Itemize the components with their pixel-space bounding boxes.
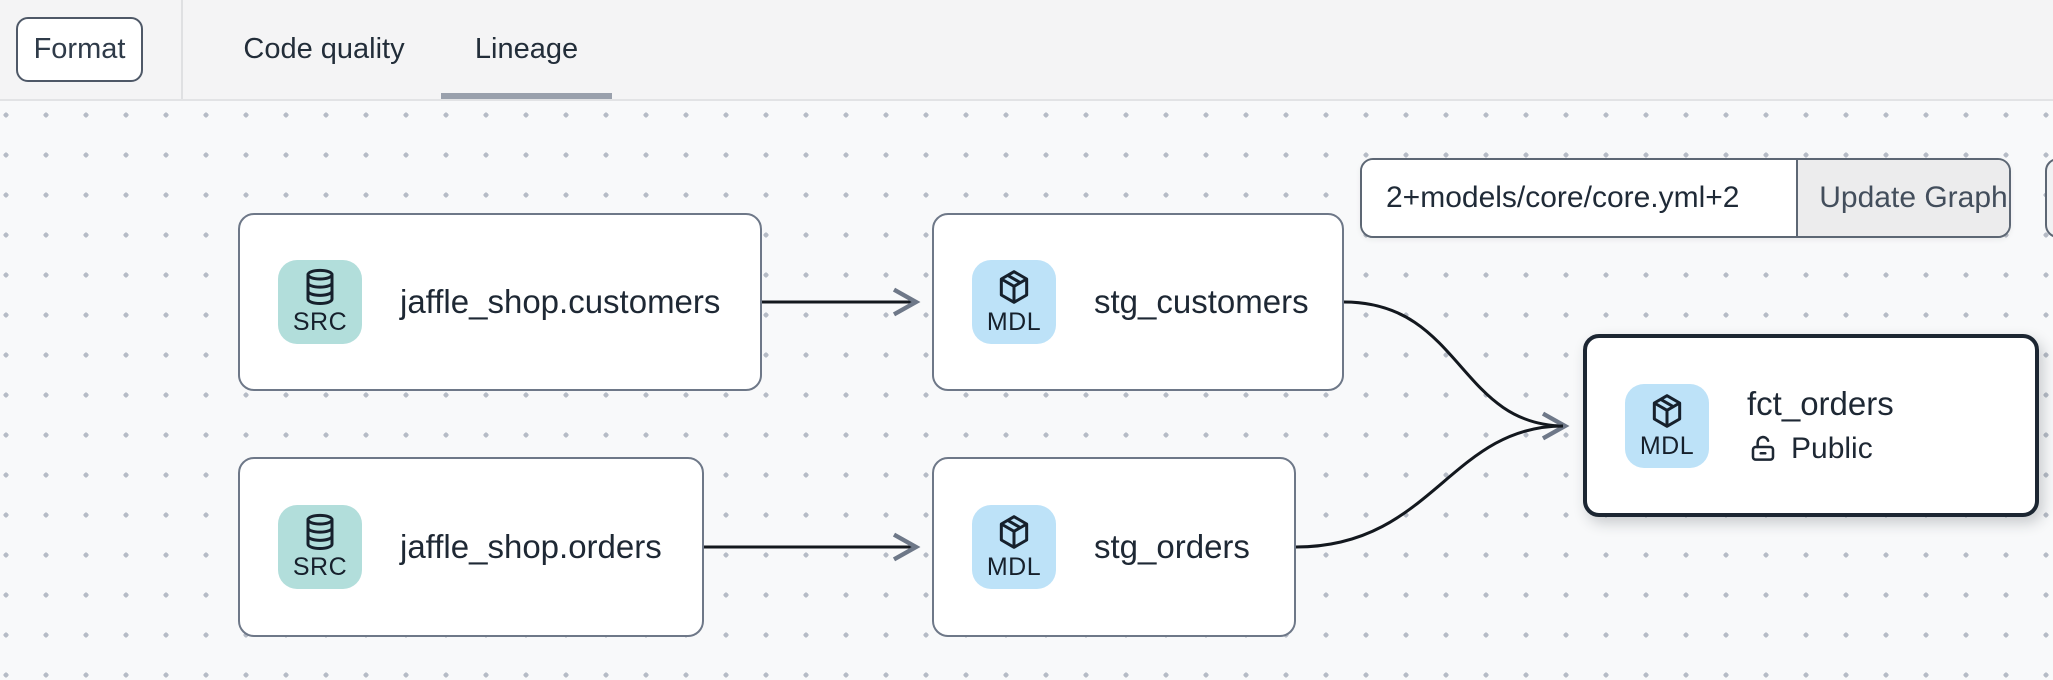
pane-divider <box>181 0 183 99</box>
format-button[interactable]: Format <box>16 17 143 82</box>
source-badge: SRC <box>278 260 362 344</box>
node-label: jaffle_shop.orders <box>400 528 662 565</box>
model-badge: MDL <box>972 505 1056 589</box>
node-label: fct_orders <box>1747 385 1894 422</box>
box-icon <box>1652 393 1682 428</box>
box-icon <box>999 270 1029 304</box>
clipped-control-button[interactable] <box>2045 158 2053 238</box>
database-icon <box>306 513 334 551</box>
tab-code-quality[interactable]: Code quality <box>243 33 405 65</box>
node-jaffle-shop-orders[interactable]: SRC jaffle_shop.orders <box>238 457 704 637</box>
source-badge: SRC <box>278 505 362 589</box>
access-row: Public <box>1747 432 1894 466</box>
node-label: stg_customers <box>1094 283 1309 320</box>
top-toolbar: Format Code quality Lineage <box>0 0 2053 101</box>
node-label: jaffle_shop.customers <box>400 283 721 320</box>
access-label: Public <box>1791 432 1873 465</box>
model-badge: MDL <box>1625 383 1709 468</box>
model-badge: MDL <box>972 260 1056 344</box>
update-graph-button[interactable]: Update Graph <box>1796 160 2009 236</box>
node-stg-orders[interactable]: MDL stg_orders <box>932 457 1296 637</box>
node-stg-customers[interactable]: MDL stg_customers <box>932 213 1344 391</box>
node-jaffle-shop-customers[interactable]: SRC jaffle_shop.customers <box>238 213 762 391</box>
database-icon <box>306 268 334 306</box>
unlock-icon <box>1751 435 1775 461</box>
model-selector-input[interactable] <box>1362 160 1796 236</box>
node-label: stg_orders <box>1094 528 1250 565</box>
node-fct-orders[interactable]: MDL fct_orders Public <box>1583 334 2039 517</box>
tab-lineage[interactable]: Lineage <box>441 0 612 99</box>
graph-selector-group: Update Graph <box>1360 158 2011 238</box>
box-icon <box>999 515 1029 549</box>
